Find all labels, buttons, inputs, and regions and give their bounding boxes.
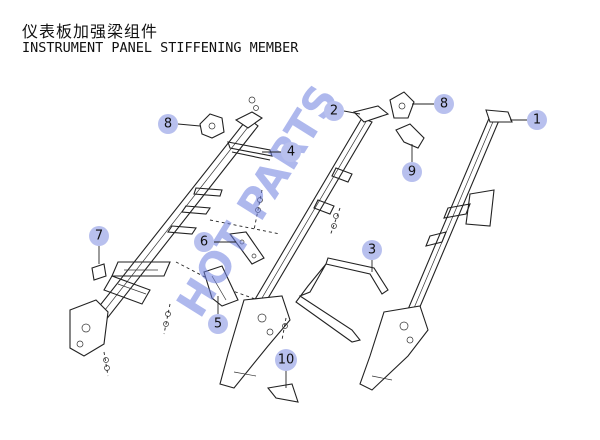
callout-label-9: 9 [408, 165, 416, 180]
callout-bubble-7 [89, 226, 109, 246]
diagram-title-en: INSTRUMENT PANEL STIFFENING MEMBER [22, 40, 299, 56]
callout-label-1: 1 [533, 113, 541, 128]
callout-label-7: 7 [95, 229, 103, 244]
callout-label-5: 5 [214, 317, 222, 332]
callout-bubble-2 [324, 101, 344, 121]
callout-bubble-1 [527, 110, 547, 130]
callout-bubble-8-right [434, 94, 454, 114]
callout-label-10: 10 [278, 353, 295, 368]
callout-label-8-right: 8 [440, 97, 448, 112]
callout-bubble-10 [275, 349, 297, 371]
right-assembly [359, 109, 513, 391]
callout-bubble-4 [281, 142, 301, 162]
callout-bubble-3 [362, 240, 382, 260]
callout-bubble-6 [194, 232, 214, 252]
diagram-title-cn: 仪表板加强梁组件 [22, 22, 159, 41]
callout-label-8-left: 8 [164, 117, 172, 132]
callout-label-2: 2 [330, 104, 338, 119]
middle-brackets [163, 189, 281, 335]
callout-label-3: 3 [368, 243, 376, 258]
callout-label-6: 6 [200, 235, 208, 250]
callout-bubble-8-left [158, 114, 178, 134]
callout-label-4: 4 [287, 145, 295, 160]
center-assembly [219, 91, 425, 403]
callouts: 1 2 3 4 5 6 7 8 8 9 [89, 94, 547, 388]
callout-bubble-9 [402, 162, 422, 182]
left-assembly [69, 96, 273, 377]
callout-bubble-5 [208, 314, 228, 334]
